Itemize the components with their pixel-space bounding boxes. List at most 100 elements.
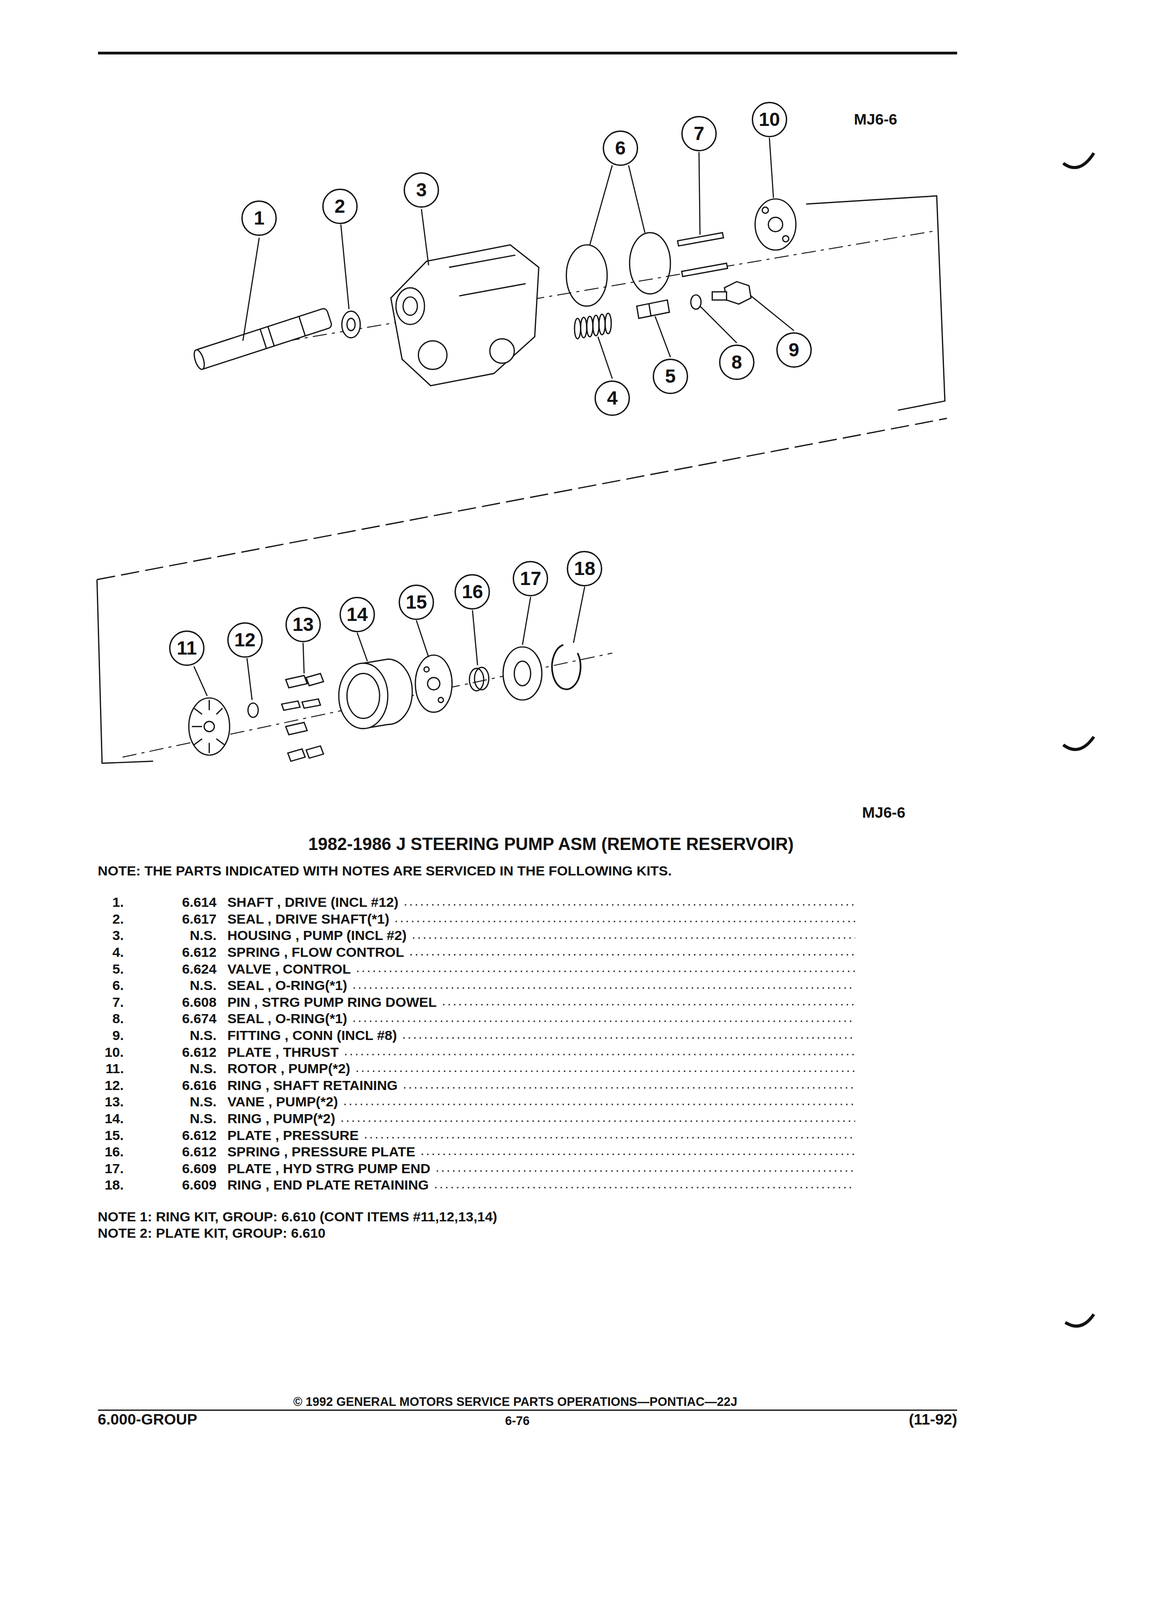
part-description: PIN , STRG PUMP RING DOWEL bbox=[225, 994, 439, 1010]
dot-leader bbox=[443, 1004, 856, 1006]
thrust-plate bbox=[754, 199, 796, 250]
callout-circle: 17 bbox=[512, 560, 549, 597]
pump-vane bbox=[285, 722, 308, 735]
binder-mark bbox=[1063, 736, 1094, 750]
item-number: 3. bbox=[110, 927, 126, 943]
o-ring-seal bbox=[566, 232, 671, 307]
callout-number: 9 bbox=[788, 340, 800, 360]
dot-leader bbox=[403, 1037, 855, 1039]
drive-shaft bbox=[192, 348, 207, 371]
item-number: 2. bbox=[110, 911, 126, 927]
drive-shaft bbox=[192, 307, 333, 371]
callout-number: 16 bbox=[461, 582, 484, 602]
item-number: 8. bbox=[110, 1010, 126, 1026]
callout-circle: 13 bbox=[285, 606, 321, 643]
group-number: 6.674 bbox=[179, 1010, 219, 1026]
dot-leader bbox=[353, 1020, 856, 1022]
leader-line bbox=[340, 224, 350, 310]
part-description: SHAFT , DRIVE (INCL #12) bbox=[225, 894, 401, 910]
part-description: ROTOR , PUMP(*2) bbox=[225, 1060, 352, 1076]
part-description: RING , END PLATE RETAINING bbox=[225, 1177, 431, 1193]
callout-number: 5 bbox=[664, 366, 676, 386]
part-description: PLATE , HYD STRG PUMP END bbox=[225, 1160, 433, 1176]
drive-shaft-seal bbox=[341, 311, 360, 338]
part-description: SEAL , O-RING(*1) bbox=[225, 977, 350, 993]
pump-ring bbox=[338, 659, 413, 729]
pump-rotor bbox=[216, 738, 225, 745]
item-number: 17. bbox=[102, 1160, 126, 1176]
callout-circle: 15 bbox=[398, 584, 435, 620]
flow-control-spring bbox=[586, 316, 593, 337]
pressure-plate bbox=[424, 666, 430, 672]
pump-vane bbox=[306, 673, 324, 686]
callout-circle: 14 bbox=[339, 596, 375, 633]
callout-number: 2 bbox=[334, 196, 345, 216]
flow-control-spring bbox=[574, 313, 612, 339]
drive-shaft bbox=[267, 326, 275, 346]
dot-leader bbox=[357, 970, 856, 973]
group-number: N.S. bbox=[187, 977, 219, 993]
item-number: 9. bbox=[110, 1027, 126, 1043]
pump-vane bbox=[281, 673, 324, 762]
part-description: RING , PUMP(*2) bbox=[225, 1110, 337, 1126]
drive-shaft bbox=[194, 307, 333, 370]
connector-fitting bbox=[712, 291, 727, 300]
connector-fitting bbox=[724, 281, 751, 305]
item-number: 1. bbox=[110, 894, 126, 910]
pump-ring bbox=[346, 673, 380, 719]
connector-fitting bbox=[712, 281, 751, 305]
callout-number: 17 bbox=[519, 569, 542, 589]
callout-number: 13 bbox=[292, 614, 314, 635]
callout-number: 6 bbox=[614, 138, 626, 158]
panel-frame bbox=[96, 579, 153, 764]
dot-leader bbox=[356, 1070, 856, 1072]
pump-end-plate bbox=[514, 661, 531, 686]
shaft-retaining-ring bbox=[248, 703, 259, 718]
leader-line bbox=[628, 165, 645, 233]
pump-vane bbox=[285, 675, 308, 688]
dot-leader bbox=[404, 1087, 855, 1089]
pump-housing bbox=[489, 338, 515, 364]
leader-line bbox=[303, 642, 305, 674]
pump-rotor bbox=[194, 708, 203, 715]
figure-code: MJ6-6 bbox=[860, 804, 908, 821]
pump-rotor bbox=[204, 721, 215, 732]
exploded-illustration bbox=[96, 53, 957, 1411]
thrust-plate bbox=[754, 199, 796, 250]
leader-line bbox=[472, 609, 478, 665]
pressure-plate bbox=[415, 654, 453, 713]
pump-housing bbox=[403, 296, 418, 315]
group-number: 6.612 bbox=[179, 1144, 219, 1159]
pump-vane bbox=[306, 745, 324, 759]
dot-leader bbox=[341, 1120, 856, 1122]
group-number: N.S. bbox=[187, 1060, 219, 1076]
group-number: 6.609 bbox=[179, 1160, 219, 1176]
group-number: 6.614 bbox=[179, 894, 219, 910]
drive-shaft-seal bbox=[346, 318, 355, 331]
callout-number: 12 bbox=[234, 630, 256, 650]
part-description: FITTING , CONN (INCL #8) bbox=[225, 1027, 399, 1043]
pump-rotor bbox=[208, 699, 210, 710]
item-number: 5. bbox=[110, 961, 126, 977]
group-number: N.S. bbox=[187, 1027, 219, 1043]
group-number: 6.609 bbox=[179, 1177, 219, 1193]
pressure-plate-spring bbox=[469, 667, 490, 691]
callout-number: 15 bbox=[405, 592, 428, 612]
note-text: © 1992 GENERAL MOTORS SERVICE PARTS OPER… bbox=[291, 1395, 740, 1409]
thrust-plate bbox=[782, 235, 789, 242]
o-ring-seal bbox=[566, 244, 608, 307]
page-title: 1982-1986 J STEERING PUMP ASM (REMOTE RE… bbox=[306, 834, 796, 854]
thrust-plate bbox=[762, 207, 769, 214]
item-number: 18. bbox=[102, 1177, 126, 1193]
item-number: 15. bbox=[102, 1127, 126, 1143]
dowel-pin bbox=[677, 232, 728, 277]
pressure-plate-spring bbox=[474, 667, 489, 690]
leader-line bbox=[598, 336, 613, 379]
group-number: 6.616 bbox=[179, 1077, 219, 1093]
pump-housing bbox=[459, 283, 526, 296]
group-number: N.S. bbox=[187, 1094, 219, 1110]
footer-rule bbox=[98, 1409, 958, 1411]
item-number: 16. bbox=[102, 1144, 126, 1159]
